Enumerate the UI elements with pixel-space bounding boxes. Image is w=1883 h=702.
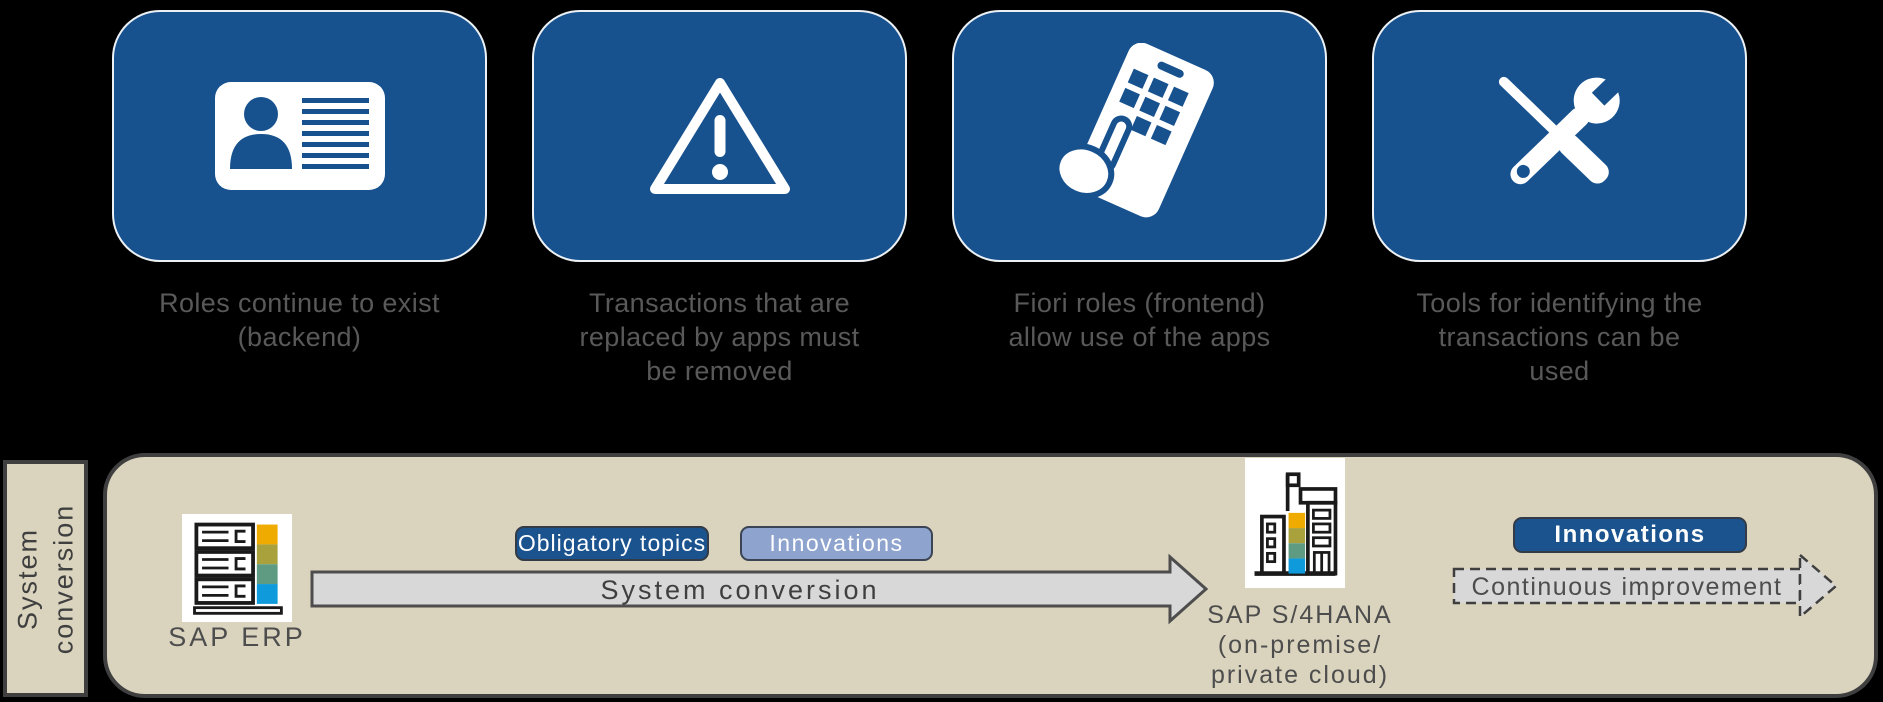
feature-card-tools	[1372, 10, 1747, 262]
caption-roles-line2: (backend)	[237, 322, 362, 352]
sap-erp-label: SAP ERP	[168, 622, 306, 652]
sap-s4hana-label-line2: (on-premise/	[1217, 631, 1383, 659]
warning-icon	[649, 78, 790, 194]
feature-card-transactions	[532, 10, 907, 262]
caption-fiori-line1: Fiori roles (frontend)	[1013, 288, 1266, 318]
caption-transactions-line1: Transactions that are	[588, 288, 851, 318]
caption-roles: Roles continue to exist (backend)	[112, 286, 487, 354]
caption-transactions: Transactions that are replaced by apps m…	[532, 286, 907, 388]
side-tab-label-line1: System	[12, 527, 43, 630]
sap-s4hana-tile	[1245, 458, 1345, 588]
caption-fiori-line2: allow use of the apps	[1008, 322, 1271, 352]
caption-roles-line1: Roles continue to exist	[159, 288, 440, 318]
innovations-badge-dark: Innovations	[1513, 517, 1747, 553]
sap-erp-server-icon	[193, 522, 283, 615]
continuous-improvement-label: Continuous improvement	[1471, 573, 1783, 601]
caption-transactions-line2: replaced by apps must	[579, 322, 860, 352]
continuous-improvement-arrow	[1452, 552, 1838, 620]
caption-tools-line1: Tools for identifying the	[1416, 288, 1703, 318]
feature-card-roles	[112, 10, 487, 262]
side-tab-label-line2: conversion	[48, 503, 79, 654]
caption-tools-line2: transactions can be	[1438, 322, 1681, 352]
sap-s4hana-label-line3: private cloud)	[1210, 661, 1390, 689]
sap-s4hana-building-icon	[1254, 472, 1338, 576]
innovations-badge-light: Innovations	[740, 526, 933, 561]
caption-transactions-line3: be removed	[646, 356, 793, 386]
system-conversion-arrow-label: System conversion	[600, 575, 880, 605]
system-conversion-arrow	[310, 553, 1209, 625]
sap-s4hana-label-line1: SAP S/4HANA	[1207, 601, 1393, 629]
side-tab-label: System conversion	[10, 503, 82, 654]
sap-s4hana-label: SAP S/4HANA (on-premise/ private cloud)	[1180, 600, 1420, 690]
caption-tools: Tools for identifying the transactions c…	[1372, 286, 1747, 388]
feature-card-fiori	[952, 10, 1327, 262]
phone-touch-icon	[1052, 43, 1214, 218]
id-card-icon	[214, 82, 385, 190]
tools-icon	[1498, 69, 1629, 185]
caption-fiori: Fiori roles (frontend) allow use of the …	[952, 286, 1327, 354]
obligatory-topics-badge: Obligatory topics	[515, 526, 709, 561]
sap-erp-tile	[182, 514, 292, 622]
side-tab-system-conversion: System conversion	[3, 460, 88, 697]
caption-tools-line3: used	[1529, 356, 1590, 386]
